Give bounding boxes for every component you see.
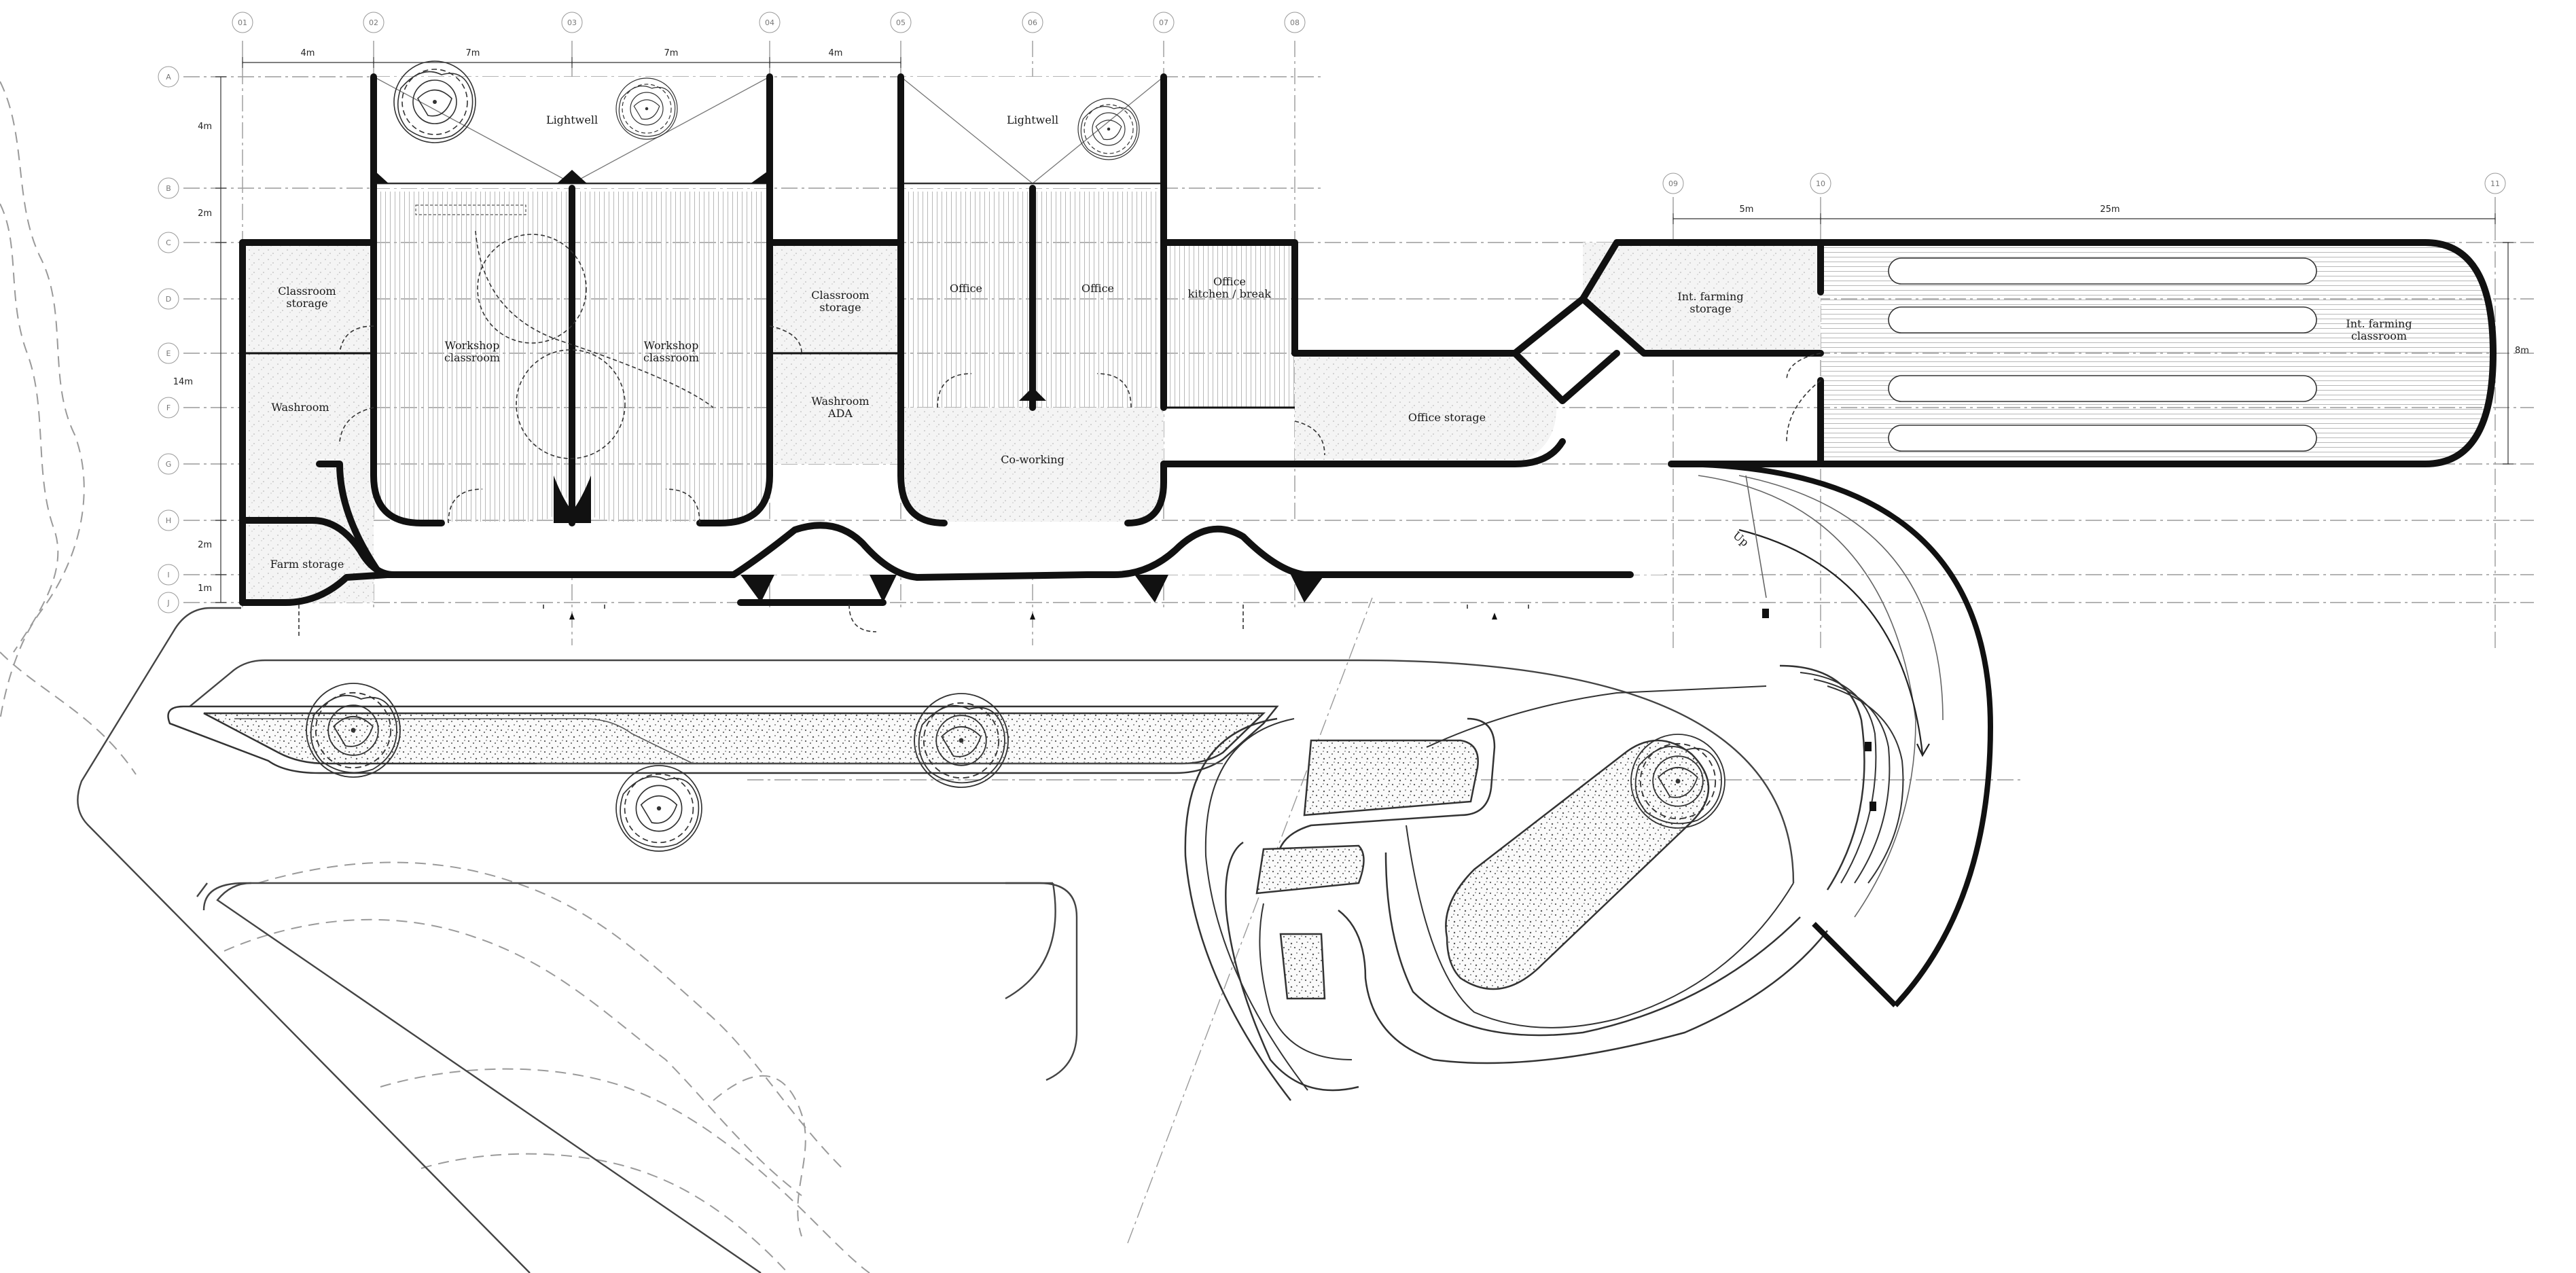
svg-text:09: 09 xyxy=(1668,179,1678,188)
grid-bubble-09: 09 xyxy=(1662,173,1684,194)
svg-text:06: 06 xyxy=(1028,18,1037,27)
door-swing-icon xyxy=(1786,380,1821,442)
door-swing-icon xyxy=(937,373,972,408)
office-storage-label: Office storage xyxy=(1408,411,1486,424)
co-working-label: Co-working xyxy=(1001,453,1065,466)
svg-text:F: F xyxy=(166,404,171,412)
door-swing-icon xyxy=(339,325,374,354)
entry-arrow-icon xyxy=(1492,613,1497,620)
office-1-label: Office xyxy=(950,282,982,295)
svg-text:G: G xyxy=(166,460,172,469)
svg-text:08: 08 xyxy=(1290,18,1300,27)
dim-left-5: 1m xyxy=(198,584,212,594)
svg-text:J: J xyxy=(166,598,169,607)
svg-text:04: 04 xyxy=(765,18,774,27)
dim-right: 8m xyxy=(2515,346,2529,356)
lightwell-1-label: Lightwell xyxy=(546,113,598,126)
farm-storage-label: Farm storage xyxy=(270,558,344,571)
washroom-label: Washroom xyxy=(271,401,329,414)
entry-arrow-icon xyxy=(569,613,575,620)
entry-arrow-icon xyxy=(1030,613,1035,620)
door-swing-icon xyxy=(769,325,802,354)
site-paths xyxy=(77,607,1795,1273)
dim-top-2: 7m xyxy=(466,48,480,58)
svg-text:03: 03 xyxy=(567,18,577,27)
grid-bubble-02: 02 xyxy=(363,12,384,33)
grid-bubble-03: 03 xyxy=(561,12,583,33)
door-swing-icon xyxy=(543,605,605,611)
svg-text:05: 05 xyxy=(896,18,906,27)
office-2-label: Office xyxy=(1081,282,1114,295)
svg-text:01: 01 xyxy=(238,18,247,27)
grid-bubble-04: 04 xyxy=(759,12,781,33)
site-contours xyxy=(0,81,870,1273)
grid-bubble-06: 06 xyxy=(1022,12,1043,33)
door-swing-icon xyxy=(1467,605,1529,611)
door-swing-icon xyxy=(848,604,877,632)
svg-text:02: 02 xyxy=(369,18,378,27)
door-swing-icon xyxy=(665,488,700,524)
svg-text:10: 10 xyxy=(1816,179,1825,188)
svg-text:B: B xyxy=(166,184,171,193)
svg-text:07: 07 xyxy=(1159,18,1168,27)
dim-top-3: 7m xyxy=(664,48,679,58)
door-swing-icon xyxy=(448,488,483,524)
ramp-direction-arrow xyxy=(1738,528,1924,755)
svg-text:11: 11 xyxy=(2490,179,2500,188)
svg-text:A: A xyxy=(166,73,171,82)
lightwell-2-label: Lightwell xyxy=(1007,113,1058,126)
building xyxy=(239,73,2497,639)
grid-bubble-01: 01 xyxy=(232,12,253,33)
door-swing-icon xyxy=(1294,420,1325,456)
dim-right-wing-2: 25m xyxy=(2100,204,2119,215)
ramp: Up xyxy=(1670,461,1994,1007)
grid-column-bubbles: 01 02 03 04 05 06 07 08 09 10 11 xyxy=(232,12,2506,194)
tree-icon xyxy=(615,765,702,852)
svg-text:I: I xyxy=(167,571,169,579)
dim-left-3: 14m xyxy=(173,377,193,387)
dim-left-4: 2m xyxy=(198,540,212,550)
dim-right-wing-1: 5m xyxy=(1740,204,1754,215)
dim-left-2: 2m xyxy=(198,209,212,219)
door-swing-icon xyxy=(1786,353,1821,381)
ramp-arrowhead-icon xyxy=(1916,743,1930,757)
dim-top-1: 4m xyxy=(301,48,315,58)
dim-top-4: 4m xyxy=(829,48,843,58)
svg-text:C: C xyxy=(166,238,171,247)
long-planter xyxy=(167,705,1279,774)
svg-text:H: H xyxy=(166,516,171,525)
svg-text:D: D xyxy=(166,295,171,304)
grid-bubble-11: 11 xyxy=(2484,173,2506,194)
grid-bubble-07: 07 xyxy=(1153,12,1175,33)
grid-bubble-08: 08 xyxy=(1284,12,1306,33)
dimensions: 4m 7m 7m 4m 5m 25m 4m 2m 14m 2m 1m 8m xyxy=(173,48,2529,603)
amphitheatre xyxy=(1184,664,1904,1101)
dim-left-1: 4m xyxy=(198,122,212,132)
door-swing-icon xyxy=(1096,373,1132,408)
svg-text:E: E xyxy=(166,349,171,358)
grid-row-bubbles: A B C D E F G H I J xyxy=(158,66,179,613)
grid-bubble-05: 05 xyxy=(890,12,912,33)
grid-bubble-10: 10 xyxy=(1810,173,1831,194)
